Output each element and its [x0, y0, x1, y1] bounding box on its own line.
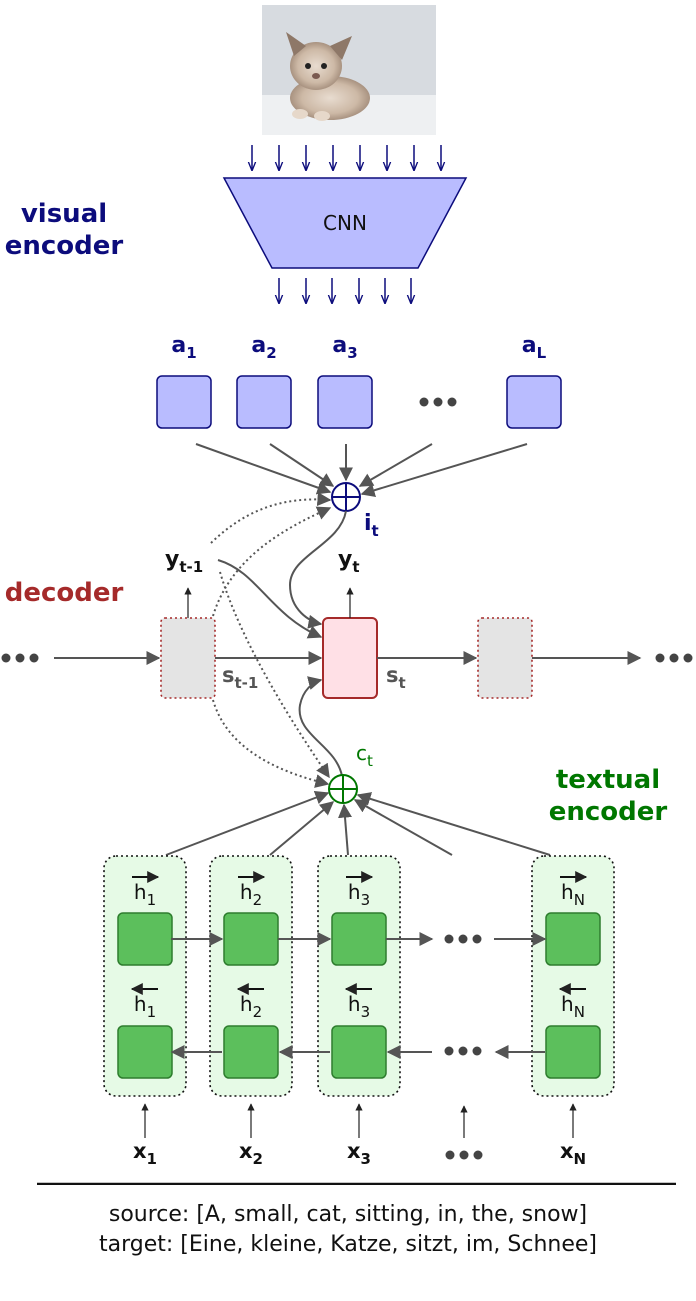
- ct-to-state-curve: [298, 676, 343, 777]
- forward-hidden-state: [545, 912, 601, 966]
- image-to-cnn-arrows: [252, 145, 441, 170]
- s-cur-label: st: [386, 663, 406, 692]
- backward-h-label: hN: [561, 992, 585, 1021]
- kitten-icon: [286, 32, 370, 121]
- forward-h-label: h1: [134, 880, 156, 909]
- textual-encoder-line1: textual: [556, 765, 660, 795]
- visual-attention-arrows: [195, 443, 528, 498]
- decoder-connections: [217, 510, 347, 777]
- attention-dotted-connections: [210, 492, 332, 788]
- s-prev-label: st-1: [222, 663, 258, 692]
- decoder-states: yt-1 yt st-1 st: [1, 547, 693, 699]
- backward-h-label: h3: [348, 992, 370, 1021]
- visual-encoder-line1: visual: [21, 199, 107, 229]
- y-prev-label: yt-1: [165, 547, 203, 576]
- annotation-label-a2: a2: [251, 333, 276, 362]
- input-x-label: x1: [133, 1139, 157, 1168]
- architecture-diagram: CNN visual encoder a1 a2 a3 aL: [1, 5, 693, 1185]
- backward-h-label: h2: [240, 992, 262, 1021]
- annotation-label-aL: aL: [522, 333, 547, 362]
- annotation-box-a2: [236, 375, 292, 429]
- input-x-label: x3: [347, 1139, 371, 1168]
- encoder-unit-2: h2 h2 x2: [209, 855, 293, 1168]
- backward-h-label: h1: [134, 992, 156, 1021]
- it-to-state-curve: [288, 510, 347, 629]
- encoder-unit-3: h3 h3 x3: [317, 855, 401, 1168]
- forward-hidden-state: [331, 912, 387, 966]
- annotation-box-a1: [156, 375, 212, 429]
- forward-h-label: h2: [240, 880, 262, 909]
- annotation-box-a3: [317, 375, 373, 429]
- decoder-right-ellipsis: [655, 653, 693, 663]
- input-x-label: xN: [560, 1139, 586, 1168]
- backward-hidden-state: [117, 1025, 173, 1079]
- encoder-unit-N: hN hN xN: [531, 855, 615, 1168]
- y-cur-label: yt: [338, 547, 360, 576]
- decoder-prev-state: [160, 617, 216, 699]
- backward-hidden-state: [223, 1025, 279, 1079]
- cnn-block: CNN: [222, 177, 468, 269]
- forward-h-label: hN: [561, 880, 585, 909]
- footer-text: source: [A, small, cat, sitting, in, the…: [0, 1200, 696, 1260]
- encoder-forward-ellipsis: [444, 934, 482, 944]
- annotation-label-a3: a3: [332, 333, 357, 362]
- visual-encoder-label: visual encoder: [5, 199, 124, 261]
- forward-h-label: h3: [348, 880, 370, 909]
- decoder-left-ellipsis: [1, 653, 39, 663]
- backward-hidden-state: [331, 1025, 387, 1079]
- target-sentence: target: [Eine, kleine, Katze, sitzt, im,…: [98, 1232, 598, 1257]
- input-x-label: x2: [239, 1139, 263, 1168]
- encoder-unit-1: h1 h1 x1: [103, 855, 187, 1168]
- yprev-to-state-curve: [217, 559, 323, 639]
- visual-context-node: it: [331, 482, 379, 540]
- cnn-to-annotation-arrows: [279, 278, 411, 303]
- decoder-next-state: [477, 617, 533, 699]
- annotation-box-aL: [506, 375, 562, 429]
- decoder-current-state: [322, 617, 378, 699]
- textual-attention-arrows: [165, 790, 551, 856]
- backward-hidden-state: [545, 1025, 601, 1079]
- visual-encoder-line2: encoder: [5, 231, 124, 261]
- forward-hidden-state: [117, 912, 173, 966]
- ct-label: ct: [356, 741, 373, 770]
- forward-hidden-state: [223, 912, 279, 966]
- annotation-ellipsis: [419, 397, 457, 407]
- source-sentence: source: [A, small, cat, sitting, in, the…: [108, 1202, 588, 1227]
- annotation-vectors: a1 a2 a3 aL: [156, 333, 562, 429]
- textual-encoder-line2: encoder: [549, 797, 668, 827]
- input-ellipsis: [445, 1150, 483, 1160]
- textual-encoder-label: textual encoder: [549, 765, 668, 827]
- it-label: it: [364, 511, 379, 540]
- decoder-label: decoder: [5, 578, 124, 608]
- input-image: [262, 5, 436, 135]
- encoder-backward-ellipsis: [444, 1046, 482, 1056]
- cnn-label: CNN: [323, 211, 367, 235]
- annotation-label-a1: a1: [171, 333, 196, 362]
- textual-context-node: ct: [328, 741, 373, 804]
- textual-encoder-units: h1 h1 x1 h2 h2 x2 h3 h3 x3 hN hN xN: [103, 855, 615, 1168]
